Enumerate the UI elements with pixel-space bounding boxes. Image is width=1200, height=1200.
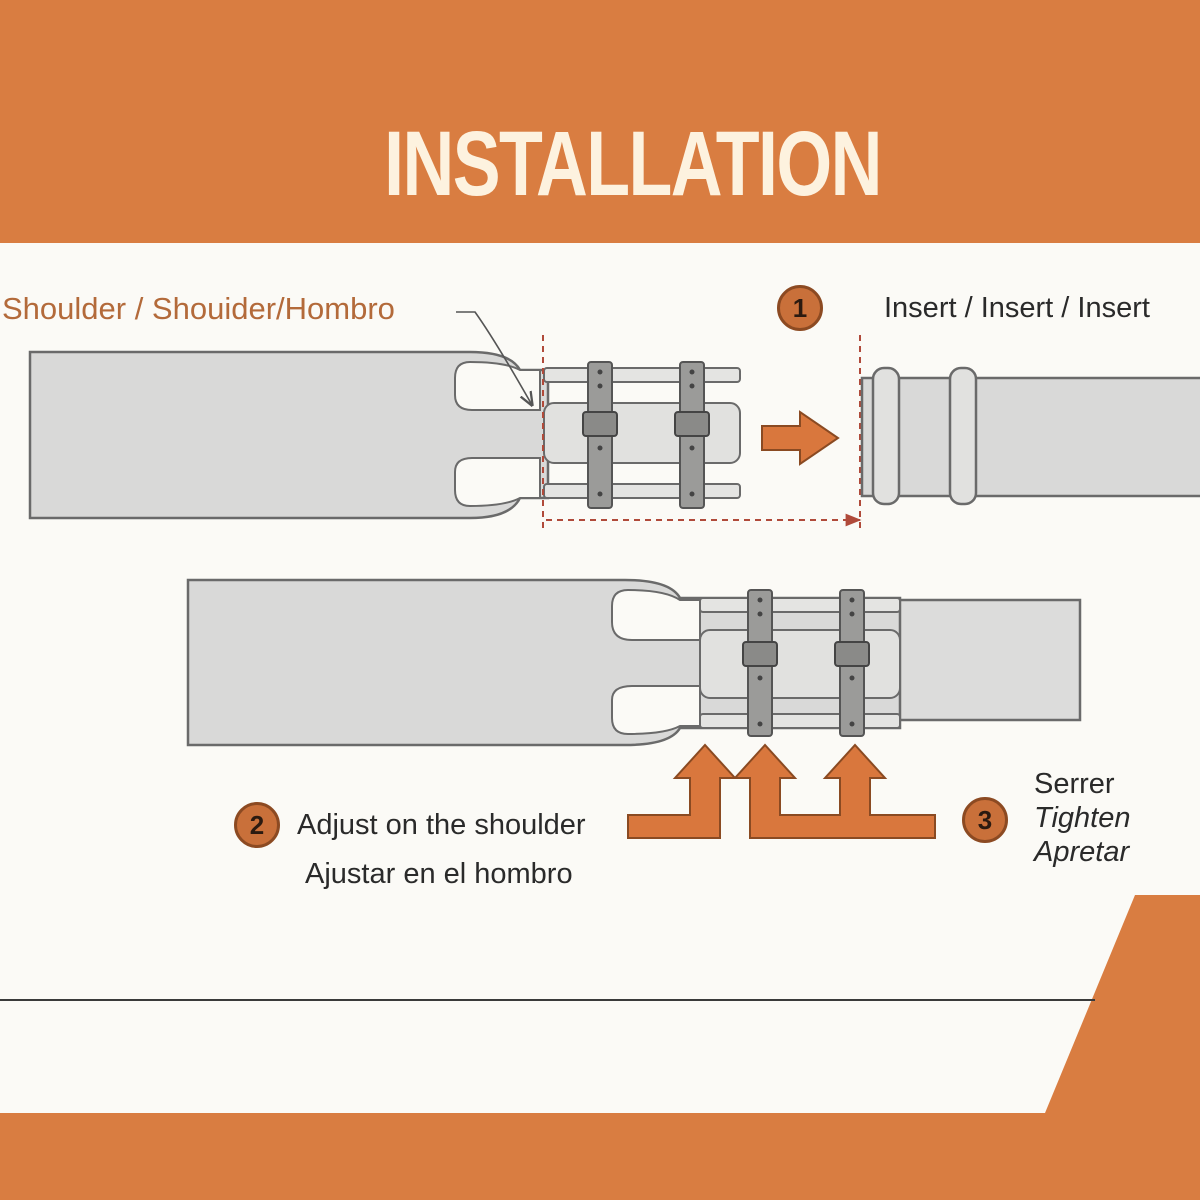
adjust-label-en: Adjust on the shoulder: [297, 809, 586, 841]
adapter-bottom-rail-upper: [699, 597, 901, 613]
adjust-label-es: Ajustar en el hombro: [305, 858, 573, 890]
step-2-badge: 2: [234, 802, 280, 848]
adapter-top-shoulder-block: [543, 402, 741, 464]
shoulder-leader-line: [456, 311, 532, 405]
adapter-top: [28, 311, 862, 530]
pipe-top-ring: [948, 366, 978, 506]
strap: [742, 589, 778, 737]
adapter-top-slot-lower: [454, 457, 541, 508]
adapter-top-rail-lower: [543, 483, 741, 499]
step-1-badge: 1: [777, 285, 823, 331]
corner-accent: [1045, 895, 1200, 1113]
step-3-badge: 3: [962, 797, 1008, 843]
strap: [582, 361, 618, 509]
assembly-bottom: [186, 578, 1082, 747]
pipe-top-ring: [871, 366, 901, 506]
adapter-bottom-rail-lower: [699, 713, 901, 729]
strap: [674, 361, 710, 509]
insert-label: Insert / Insert / Insert: [884, 292, 1150, 324]
adapter-bottom-slot-lower: [611, 685, 701, 736]
strap: [834, 589, 870, 737]
adapter-top-slot-upper: [454, 360, 541, 411]
adapter-top-rail-upper: [543, 367, 741, 383]
tighten-arrow: [732, 743, 936, 839]
footer-band: [0, 1113, 1200, 1200]
header-band: [0, 0, 1200, 243]
pipe-top: [860, 366, 1200, 506]
apretar-label: Apretar: [1034, 836, 1130, 868]
adjust-arrow: [627, 743, 738, 839]
tighten-label: Tighten: [1034, 802, 1131, 834]
adapter-bottom-slot-upper: [611, 588, 701, 641]
pipe-bottom: [878, 598, 1082, 722]
adapter-bottom-shoulder-block: [699, 629, 901, 699]
insert-arrow: [761, 410, 840, 466]
shoulder-label: Shoulder / Shouider/Hombro: [2, 291, 395, 326]
serrer-label: Serrer: [1034, 768, 1115, 800]
page-title: INSTALLATION: [384, 113, 882, 215]
